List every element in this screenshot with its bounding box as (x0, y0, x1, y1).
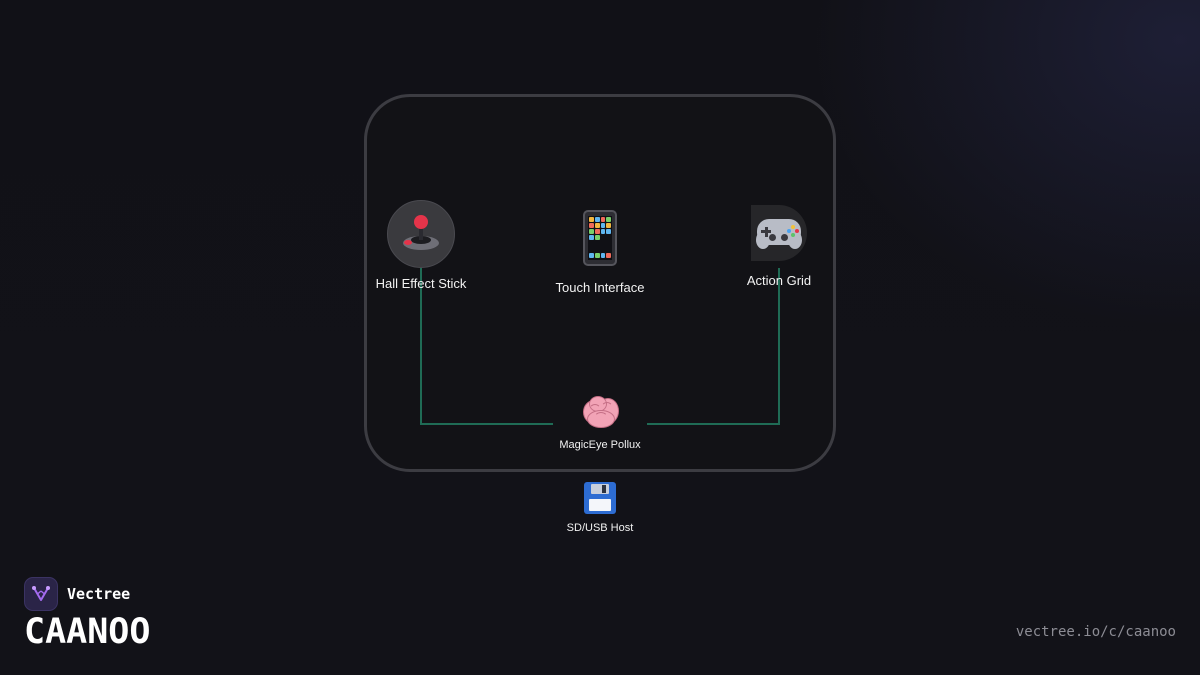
gamepad-icon (751, 205, 807, 261)
node-hall-effect-stick: Hall Effect Stick (361, 200, 481, 291)
node-label-sd-usb-host: SD/USB Host (566, 522, 634, 534)
joystick-icon (387, 200, 458, 268)
product-url[interactable]: vectree.io/c/caanoo (1015, 624, 1176, 640)
brand-row: Vectree (24, 577, 130, 611)
brain-icon (581, 394, 619, 428)
node-label-action-grid: Action Grid (746, 273, 812, 288)
floppy-disk-icon (584, 482, 616, 514)
company-name: Vectree (67, 585, 131, 603)
node-sd-usb-host: SD/USB Host (540, 482, 660, 534)
mobile-phone-icon (583, 210, 617, 266)
vectree-logo-icon (24, 577, 58, 611)
product-title: CAANOO (24, 612, 151, 652)
node-label-magiceye-pollux: MagicEye Pollux (559, 439, 641, 451)
node-action-grid: Action Grid (720, 205, 838, 288)
node-label-hall-effect-stick: Hall Effect Stick (375, 276, 467, 291)
node-label-touch-interface: Touch Interface (555, 280, 645, 295)
node-magiceye-pollux: MagicEye Pollux (540, 394, 660, 451)
node-touch-interface: Touch Interface (540, 210, 660, 295)
